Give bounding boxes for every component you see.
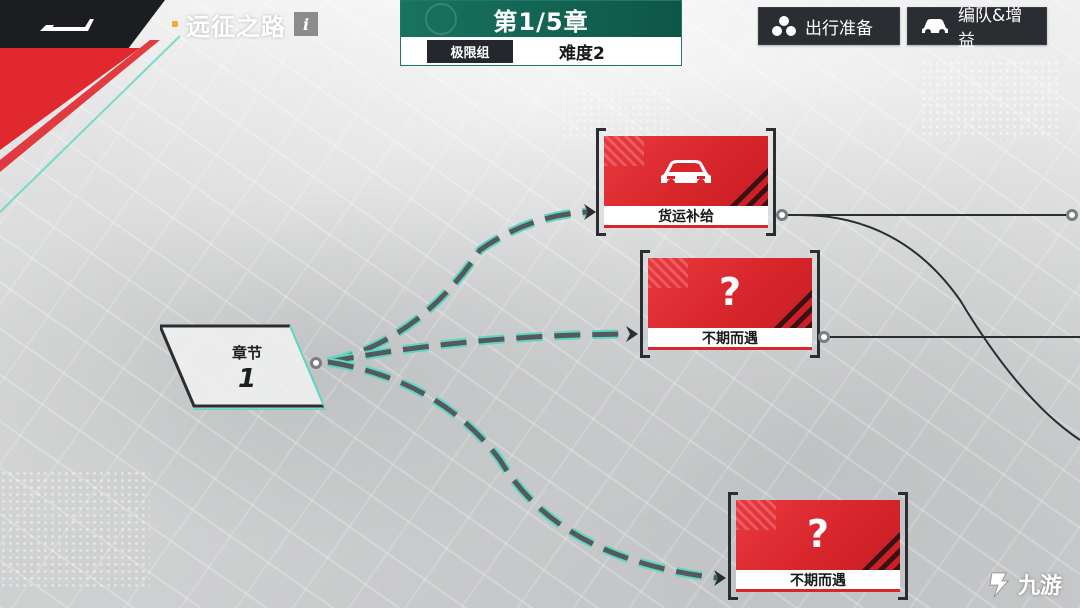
supplies-icon (772, 16, 796, 36)
watermark-text: 九游 (1018, 574, 1063, 599)
card-stripes (648, 258, 688, 288)
card-label: 货运补给 (604, 206, 768, 228)
prepare-label: 出行准备 (805, 18, 873, 39)
prepare-button[interactable]: 出行准备 (758, 7, 900, 45)
card-label: 不期而遇 (736, 570, 900, 592)
route-node-encounter-1[interactable]: ? 不期而遇 (640, 250, 820, 358)
question-icon: ? (718, 270, 742, 314)
start-node-frame (160, 324, 326, 410)
info-button[interactable]: i (294, 12, 318, 36)
chapter-header: 第1/5章 (401, 1, 681, 37)
card-top (604, 136, 768, 206)
group-badge: 极限组 (427, 39, 513, 63)
start-node-number: 1 (237, 364, 257, 394)
chapter-subinfo: 极限组 难度2 (401, 37, 681, 65)
formation-label: 编队&增益 (958, 6, 1023, 51)
card-bracket-left (640, 250, 650, 358)
start-node-label: 章节 (231, 344, 262, 362)
difficulty-label: 难度2 (559, 43, 605, 64)
route-node-cargo-supply[interactable]: 货运补给 (596, 128, 776, 236)
chapter-panel: 第1/5章 极限组 难度2 (400, 0, 682, 66)
title-marker-icon (172, 21, 178, 27)
back-arrow-icon (40, 19, 94, 31)
card-stripes (604, 136, 644, 166)
card-bracket-left (596, 128, 606, 236)
card-bracket-right (898, 492, 908, 600)
page-title: 远征之路 (186, 12, 286, 41)
watermark-logo-icon (989, 572, 1010, 598)
question-icon: ? (806, 512, 830, 556)
page-title-bar: 远征之路 i (172, 8, 318, 41)
route-node-encounter-2[interactable]: ? 不期而遇 (728, 492, 908, 600)
car-icon (922, 19, 948, 35)
chapter-title: 第1/5章 (493, 7, 589, 36)
node-1-connector (776, 209, 788, 221)
card-bracket-left (728, 492, 738, 600)
globe-decoration-icon (425, 3, 457, 35)
card-corner (728, 166, 768, 206)
node-2-connector (818, 331, 830, 343)
chapter-start-node[interactable]: 章节 1 (160, 322, 326, 410)
dot-pattern-right (920, 60, 1060, 140)
card-label: 不期而遇 (648, 328, 812, 350)
formation-button[interactable]: 编队&增益 (907, 6, 1047, 51)
dot-pattern-top (560, 90, 670, 140)
watermark: 九游 (984, 564, 1074, 604)
line-end-connector (1066, 209, 1078, 221)
card-bracket-right (766, 128, 776, 236)
start-connector (310, 357, 322, 369)
card-top: ? (648, 258, 812, 328)
card-top: ? (736, 500, 900, 570)
car-icon (661, 160, 711, 187)
card-stripes (736, 500, 776, 530)
card-bracket-right (810, 250, 820, 358)
dot-pattern-left (0, 470, 150, 590)
